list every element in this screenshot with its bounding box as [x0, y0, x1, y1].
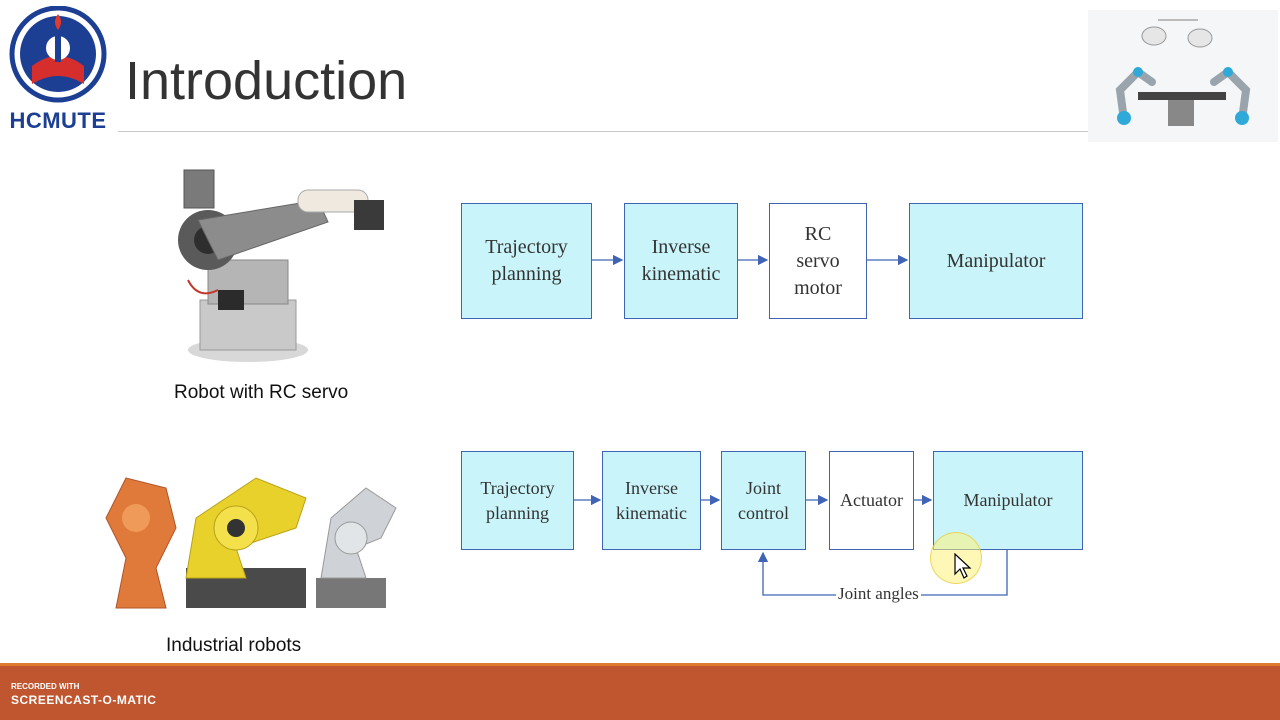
block-joint-control: Joint control [721, 451, 806, 550]
slide-title: Introduction [125, 51, 408, 111]
block-rc-servo-motor: RC servo motor [769, 203, 867, 319]
logo-text: HCMUTE [9, 108, 107, 133]
block-trajectory-planning: Trajectory planning [461, 203, 592, 319]
industrial-robots-image [105, 477, 397, 609]
footer-bar [0, 666, 1280, 720]
recorder-brand: SCREENCAST-O-MATIC [11, 693, 157, 707]
block-trajectory-planning-2: Trajectory planning [461, 451, 574, 550]
block-manipulator: Manipulator [909, 203, 1083, 319]
surgical-robots-image [1088, 10, 1278, 142]
footer-accent-line [0, 663, 1280, 666]
mouse-pointer-icon [954, 553, 972, 579]
feedback-label: Joint angles [836, 584, 921, 604]
hcmute-logo-icon [9, 6, 107, 103]
block-inverse-kinematic-2: Inverse kinematic [602, 451, 701, 550]
recorder-caption: RECORDED WITH [11, 682, 80, 691]
industrial-robots-caption: Industrial robots [166, 635, 302, 656]
rc-servo-robot-image [178, 169, 384, 362]
block-inverse-kinematic: Inverse kinematic [624, 203, 738, 319]
servo-robot-caption: Robot with RC servo [174, 382, 349, 403]
block-actuator: Actuator [829, 451, 914, 550]
title-divider [118, 131, 1088, 132]
